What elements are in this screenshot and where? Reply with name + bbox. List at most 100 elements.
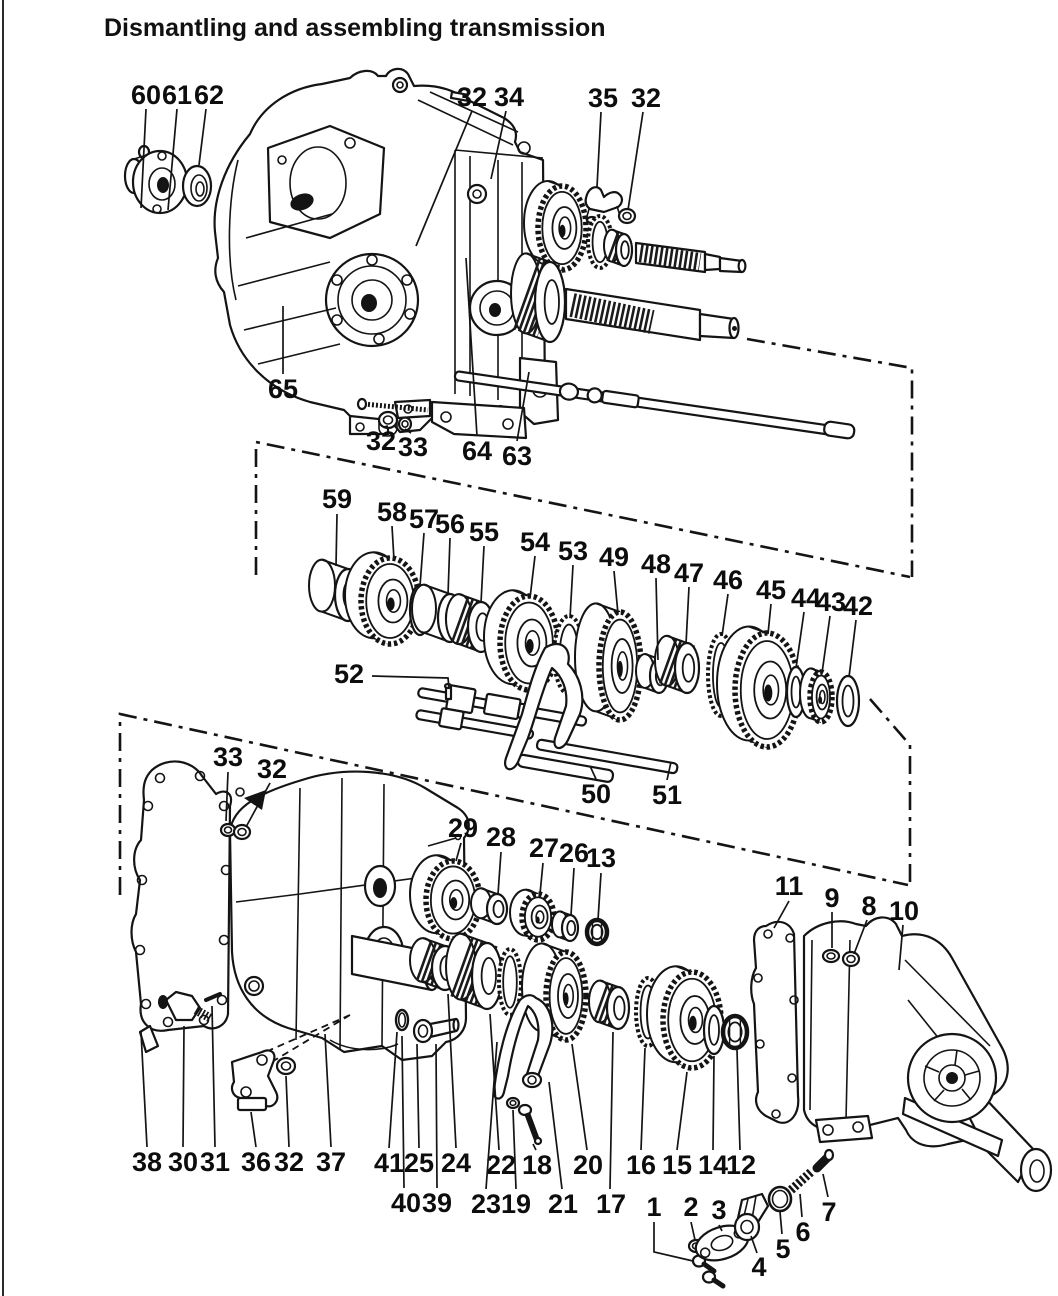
part-label-58: 58 bbox=[377, 497, 407, 527]
leader-line-54 bbox=[529, 555, 536, 599]
part-label-47: 47 bbox=[674, 558, 704, 588]
part-label-35: 35 bbox=[588, 83, 618, 113]
leader-line-32-5 bbox=[285, 1075, 290, 1148]
part-p42 bbox=[835, 674, 861, 728]
leader-line-39 bbox=[435, 1043, 438, 1189]
part-p47 bbox=[654, 634, 701, 695]
part-label-15: 15 bbox=[662, 1150, 692, 1180]
part-label-39: 39 bbox=[422, 1188, 452, 1218]
leader-line-60 bbox=[140, 108, 147, 209]
part-p29 bbox=[409, 854, 483, 942]
leader-line-56 bbox=[447, 537, 451, 596]
part-label-52: 52 bbox=[334, 659, 364, 689]
part-label-12: 12 bbox=[726, 1150, 756, 1180]
oil-switch-and-pin bbox=[158, 990, 222, 1022]
support-bracket bbox=[230, 1014, 351, 1112]
part-label-33-2: 33 bbox=[213, 742, 243, 772]
leader-line-46 bbox=[721, 593, 729, 637]
part-label-61: 61 bbox=[162, 80, 192, 110]
part-label-54: 54 bbox=[520, 527, 550, 557]
part-p17 bbox=[588, 979, 631, 1031]
side-gasket bbox=[130, 760, 233, 1054]
leader-line-1 bbox=[653, 1222, 694, 1262]
leader-line-31 bbox=[211, 1005, 216, 1148]
part-label-50: 50 bbox=[581, 779, 611, 809]
leader-line-64 bbox=[465, 257, 478, 437]
leader-line-18 bbox=[532, 1143, 537, 1151]
leader-line-30 bbox=[182, 1025, 185, 1148]
leader-line-47 bbox=[685, 586, 690, 645]
leader-line-8 bbox=[853, 919, 868, 955]
leader-line-28 bbox=[497, 851, 502, 895]
leader-line-38 bbox=[140, 1031, 148, 1148]
part-p22 bbox=[445, 932, 504, 1011]
part-label-27: 27 bbox=[529, 833, 559, 863]
part-label-13: 13 bbox=[586, 843, 616, 873]
part-p41 bbox=[394, 1008, 410, 1032]
part-label-53: 53 bbox=[558, 536, 588, 566]
part-label-28: 28 bbox=[486, 822, 516, 852]
part-label-26: 26 bbox=[559, 838, 589, 868]
leader-line-15 bbox=[676, 1071, 688, 1151]
part-label-16: 16 bbox=[626, 1150, 656, 1180]
leader-line-49 bbox=[613, 570, 619, 615]
leader-line-32-3 bbox=[383, 425, 389, 428]
leader-line-33-2 bbox=[225, 771, 229, 822]
leader-line-6 bbox=[799, 1193, 803, 1218]
part-label-4: 4 bbox=[751, 1252, 766, 1282]
drain-plug-hardware bbox=[687, 1148, 835, 1289]
part-label-56: 56 bbox=[435, 509, 465, 539]
part-p49 bbox=[574, 602, 644, 723]
part-label-24: 24 bbox=[441, 1148, 471, 1178]
rear-cover bbox=[802, 916, 1053, 1193]
page-title: Dismantling and assembling transmission bbox=[104, 14, 606, 42]
leader-line-13 bbox=[597, 872, 602, 921]
leader-line-32-4 bbox=[245, 782, 271, 828]
leader-line-48 bbox=[655, 577, 659, 661]
part-label-43: 43 bbox=[816, 587, 846, 617]
leader-line-21 bbox=[548, 1081, 563, 1190]
part-label-22: 22 bbox=[486, 1150, 516, 1180]
part-label-20: 20 bbox=[573, 1150, 603, 1180]
leader-line-63 bbox=[516, 371, 530, 442]
leader-line-5 bbox=[779, 1211, 783, 1235]
selector-shaft bbox=[453, 370, 856, 440]
upper-shift-fork bbox=[504, 642, 584, 771]
leader-line-10 bbox=[898, 924, 904, 971]
leader-line-62 bbox=[198, 108, 207, 166]
part-label-46: 46 bbox=[713, 565, 743, 595]
part-p12 bbox=[720, 1013, 750, 1051]
part-p55 bbox=[445, 593, 496, 654]
part-label-32-4: 32 bbox=[257, 754, 287, 784]
part-label-1: 1 bbox=[646, 1192, 661, 1222]
leader-line-33-1 bbox=[404, 428, 412, 434]
page-edge-line bbox=[2, 0, 4, 1296]
part-label-62: 62 bbox=[194, 80, 224, 110]
leader-line-53 bbox=[569, 564, 574, 619]
part-label-18: 18 bbox=[522, 1150, 552, 1180]
leader-line-57 bbox=[419, 532, 425, 587]
part-p23 bbox=[497, 947, 523, 1017]
leader-line-2 bbox=[690, 1221, 696, 1241]
part-label-60: 60 bbox=[131, 80, 161, 110]
part-label-29: 29 bbox=[448, 813, 478, 843]
leader-line-12 bbox=[736, 1049, 741, 1151]
leader-line-32-2 bbox=[627, 111, 644, 211]
gear-parts-layer bbox=[308, 179, 861, 1071]
part-p26 bbox=[551, 910, 580, 943]
leader-line-40 bbox=[401, 1035, 405, 1189]
leader-line-20 bbox=[571, 1043, 588, 1151]
leader-line-4 bbox=[750, 1235, 758, 1254]
part-label-23: 23 bbox=[471, 1189, 501, 1219]
part-label-34: 34 bbox=[494, 82, 524, 112]
leader-line-27 bbox=[539, 862, 544, 895]
part-label-32-2: 32 bbox=[631, 83, 661, 113]
part-label-11: 11 bbox=[775, 871, 804, 901]
leader-line-25 bbox=[416, 1043, 420, 1149]
leader-line-35 bbox=[596, 111, 602, 188]
leader-line-29 bbox=[455, 842, 462, 862]
part-label-10: 10 bbox=[889, 896, 919, 926]
part-label-32-3: 32 bbox=[366, 426, 396, 456]
